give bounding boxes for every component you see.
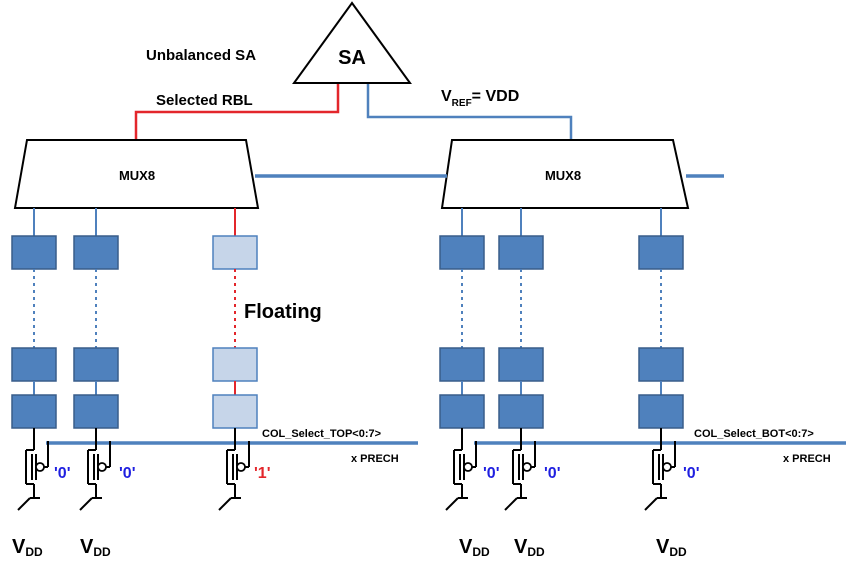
- mux-left-label: MUX8: [119, 168, 155, 183]
- vdd-label-left-1: VDD: [12, 536, 43, 559]
- pmos-transistor-right-2: [504, 435, 536, 511]
- gate-value-right-3: '0': [683, 465, 700, 482]
- mux-left: [13, 139, 260, 209]
- pmos-transistor-left-2: [79, 435, 111, 511]
- right-column-3: [638, 208, 684, 436]
- right-column-1: [439, 208, 485, 436]
- sa-title: Unbalanced SA: [146, 47, 256, 64]
- col-select-bot-label: COL_Select_BOT<0:7>: [694, 428, 814, 440]
- vdd-label-left-2: VDD: [80, 536, 111, 559]
- vdd-label-right-1: VDD: [459, 536, 490, 559]
- pmos-transistor-left-3: [218, 435, 250, 511]
- pmos-transistor-right-1: [445, 435, 477, 511]
- vref-wire: [366, 84, 573, 140]
- mux-right: [440, 139, 690, 209]
- gate-value-left-1: '0': [54, 465, 71, 482]
- vref-label: VREF= VDD: [441, 88, 519, 109]
- pmos-transistor-right-3: [644, 435, 676, 511]
- floating-label: Floating: [244, 301, 322, 323]
- right-column-2: [498, 208, 544, 436]
- left-column-1: [11, 208, 57, 436]
- gate-value-left-2: '0': [119, 465, 136, 482]
- selected-rbl-wire: [134, 84, 340, 140]
- left-column-selected: [212, 208, 258, 436]
- sense-amp-label: SA: [338, 47, 366, 69]
- col-select-top-prech: x PRECH: [351, 453, 399, 465]
- left-column-2: [73, 208, 119, 436]
- pmos-transistor-left-1: [17, 435, 49, 511]
- sense-amp-triangle: [292, 1, 412, 84]
- col-select-top-label: COL_Select_TOP<0:7>: [262, 428, 381, 440]
- vdd-label-right-2: VDD: [514, 536, 545, 559]
- gate-value-right-1: '0': [483, 465, 500, 482]
- selected-rbl-label: Selected RBL: [156, 92, 253, 109]
- gate-value-left-3: '1': [254, 465, 271, 482]
- vdd-label-right-3: VDD: [656, 536, 687, 559]
- mux-right-label: MUX8: [545, 168, 581, 183]
- gate-value-right-2: '0': [544, 465, 561, 482]
- col-select-bot-prech: x PRECH: [783, 453, 831, 465]
